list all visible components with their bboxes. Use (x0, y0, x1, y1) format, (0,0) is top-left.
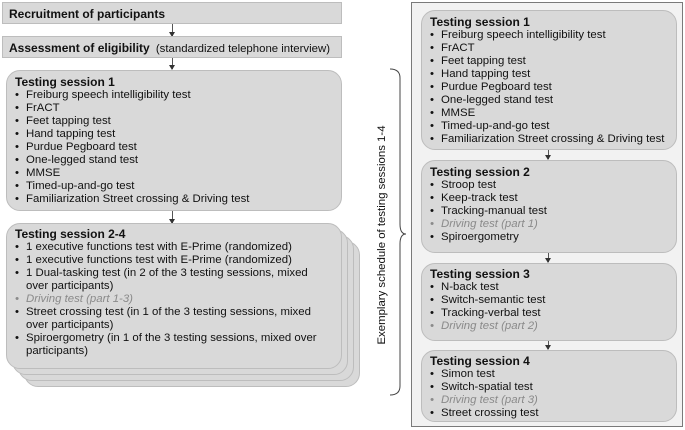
list-item: Driving test (part 2) (430, 320, 668, 333)
left-session1-title: Testing session 1 (15, 75, 115, 89)
eligibility-box: Assessment of eligibility (standardized … (2, 36, 342, 58)
right-session4-list: Simon test Switch-spatial test Driving t… (430, 368, 668, 420)
list-item: FrACT (15, 102, 333, 115)
list-item: Hand tapping test (15, 128, 333, 141)
list-item: Tracking-manual test (430, 205, 668, 218)
left-session1-list: Freiburg speech intelligibility test FrA… (15, 89, 333, 206)
list-item: Freiburg speech intelligibility test (15, 89, 333, 102)
right-session4-box: Testing session 4 Simon test Switch-spat… (421, 350, 677, 422)
list-item: FrACT (430, 42, 668, 55)
list-item: Driving test (part 1) (430, 218, 668, 231)
list-item: Stroop test (430, 179, 668, 192)
list-item: Purdue Pegboard test (430, 81, 668, 94)
list-item: Switch-spatial test (430, 381, 668, 394)
right-session1-box: Testing session 1 Freiburg speech intell… (421, 10, 677, 150)
arrow-right-session2-to-3 (545, 253, 551, 263)
list-item: Street crossing test (in 1 of the 3 test… (15, 306, 333, 332)
list-item: Feet tapping test (15, 115, 333, 128)
list-item: Keep-track test (430, 192, 668, 205)
eligibility-label: Assessment of eligibility (9, 41, 150, 55)
list-item: 1 executive functions test with E-Prime … (15, 241, 333, 254)
list-item: One-legged stand test (15, 154, 333, 167)
list-item: N-back test (430, 281, 668, 294)
schedule-label: Exemplary schedule of testing sessions 1… (376, 125, 388, 345)
list-item: Switch-semantic test (430, 294, 668, 307)
right-session3-title: Testing session 3 (430, 267, 530, 281)
list-item: One-legged stand test (430, 94, 668, 107)
list-item: 1 executive functions test with E-Prime … (15, 254, 333, 267)
eligibility-detail: (standardized telephone interview) (155, 43, 331, 55)
right-session2-box: Testing session 2 Stroop test Keep-track… (421, 160, 677, 253)
list-item: Familiarization Street crossing & Drivin… (430, 133, 668, 146)
list-item: Feet tapping test (430, 55, 668, 68)
schedule-brace (389, 68, 407, 396)
list-item: Timed-up-and-go test (15, 180, 333, 193)
recruitment-label: Recruitment of participants (9, 7, 166, 21)
right-session1-list: Freiburg speech intelligibility test FrA… (430, 29, 668, 146)
list-item: Familiarization Street crossing & Drivin… (15, 193, 333, 206)
arrow-right-session1-to-2 (545, 150, 551, 160)
arrow-recruitment-to-eligibility (169, 24, 175, 37)
right-session2-title: Testing session 2 (430, 165, 530, 179)
list-item: Street crossing test (430, 407, 668, 420)
list-item: Spiroergometry (430, 231, 668, 244)
right-session3-list: N-back test Switch-semantic test Trackin… (430, 281, 668, 333)
right-session4-title: Testing session 4 (430, 354, 530, 368)
list-item: Hand tapping test (430, 68, 668, 81)
list-item: Tracking-verbal test (430, 307, 668, 320)
right-session2-list: Stroop test Keep-track test Tracking-man… (430, 179, 668, 244)
list-item: Driving test (part 3) (430, 394, 668, 407)
list-item: Freiburg speech intelligibility test (430, 29, 668, 42)
list-item: Simon test (430, 368, 668, 381)
recruitment-box: Recruitment of participants (2, 2, 342, 24)
left-session24-box: Testing session 2-4 1 executive function… (6, 223, 342, 369)
left-session1-box: Testing session 1 Freiburg speech intell… (6, 70, 342, 211)
list-item: Purdue Pegboard test (15, 141, 333, 154)
left-session24-title: Testing session 2-4 (15, 227, 126, 241)
arrow-session1-to-session24 (169, 211, 175, 224)
list-item: MMSE (430, 107, 668, 120)
list-item: Spiroergometry (in 1 of the 3 testing se… (15, 332, 333, 358)
list-item: 1 Dual-tasking test (in 2 of the 3 testi… (15, 267, 333, 293)
list-item: Driving test (part 1-3) (15, 293, 333, 306)
right-session1-title: Testing session 1 (430, 15, 530, 29)
left-session24-list: 1 executive functions test with E-Prime … (15, 241, 333, 358)
list-item: MMSE (15, 167, 333, 180)
arrow-right-session3-to-4 (545, 341, 551, 350)
list-item: Timed-up-and-go test (430, 120, 668, 133)
arrow-eligibility-to-session1 (169, 58, 175, 70)
right-session3-box: Testing session 3 N-back test Switch-sem… (421, 263, 677, 341)
